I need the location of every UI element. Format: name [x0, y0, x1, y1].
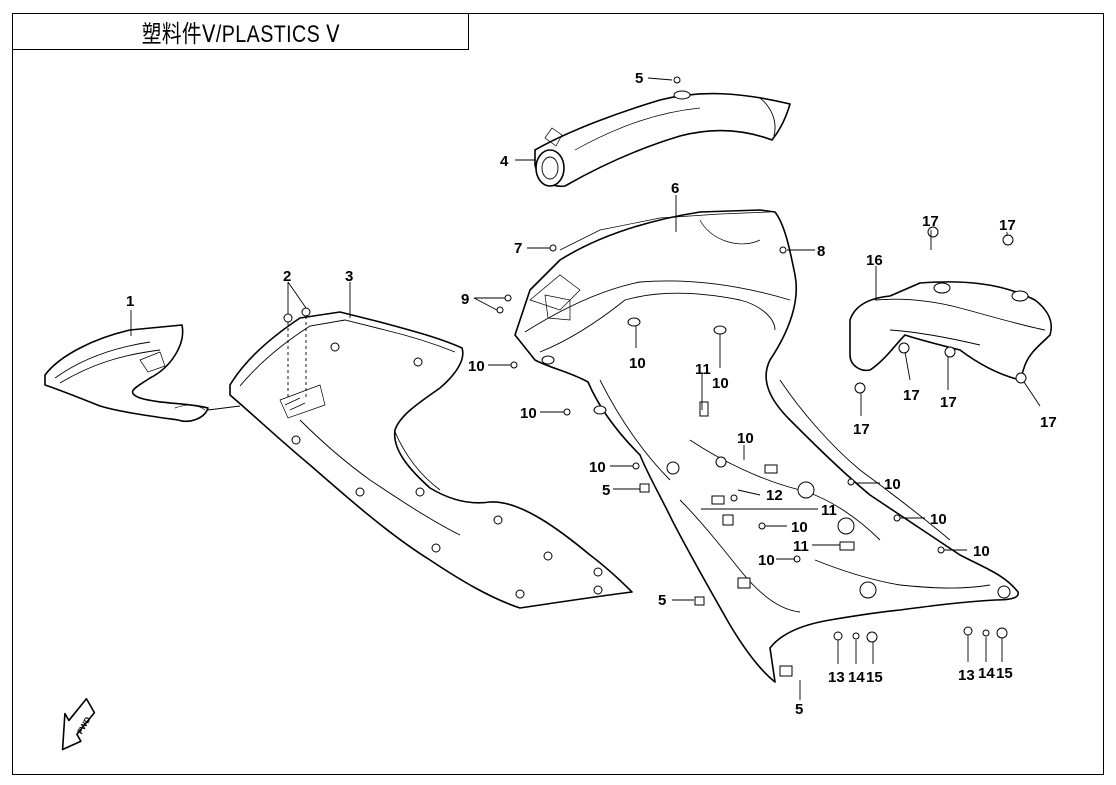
callout-10: 10: [589, 459, 606, 476]
callout-3: 3: [345, 268, 353, 285]
part-1-front-trim: [44, 324, 209, 423]
part-4-grab-tube: [534, 90, 791, 188]
fasteners: [496, 76, 1027, 643]
callout-13: 13: [958, 667, 975, 684]
fwd-arrow-icon: FWD: [61, 697, 96, 751]
callout-10: 10: [884, 476, 901, 493]
callout-10: 10: [712, 375, 729, 392]
callout-10: 10: [973, 543, 990, 560]
callout-10: 10: [737, 430, 754, 447]
callout-10: 10: [758, 552, 775, 569]
part-3-side-fairing: [229, 311, 633, 609]
leader-lines: [130, 77, 1041, 700]
callout-17: 17: [903, 387, 920, 404]
callout-13: 13: [828, 669, 845, 686]
callout-4: 4: [500, 153, 509, 170]
callout-11: 11: [793, 538, 809, 555]
callout-2: 2: [283, 268, 291, 285]
callout-17: 17: [940, 394, 957, 411]
callout-17: 17: [922, 213, 939, 230]
callout-6: 6: [671, 180, 679, 197]
callout-16: 16: [866, 252, 883, 269]
part-6-center-fairing: [514, 209, 1019, 683]
callout-17: 17: [853, 421, 870, 438]
callout-12: 12: [766, 487, 783, 504]
page-title: 塑料件Ⅴ/PLASTICS Ⅴ: [141, 21, 340, 48]
callout-10: 10: [930, 511, 947, 528]
callout-11: 11: [695, 361, 711, 378]
callout-15: 15: [996, 665, 1013, 682]
callout-7: 7: [514, 240, 522, 257]
callout-14: 14: [848, 669, 865, 686]
callout-5: 5: [602, 482, 610, 499]
callout-5: 5: [635, 70, 643, 87]
assembly-line-1-3: [207, 405, 241, 411]
callout-17: 17: [1040, 414, 1057, 431]
callout-9: 9: [461, 291, 469, 308]
callout-10: 10: [629, 355, 646, 372]
callout-10: 10: [520, 405, 537, 422]
callout-1: 1: [126, 293, 134, 310]
callout-14: 14: [978, 665, 995, 682]
callout-11: 11: [821, 502, 837, 519]
callout-10: 10: [468, 358, 485, 375]
callouts: 1 2 3 4 5 6 7 8 9 10 10 10 11 10 10 10 5…: [126, 70, 1057, 718]
callout-5: 5: [795, 701, 803, 718]
callout-5: 5: [658, 592, 666, 609]
part-16-bracket: [849, 281, 1052, 394]
callout-15: 15: [866, 669, 883, 686]
drawing-frame: [12, 13, 1104, 775]
part-2-grommets: [283, 307, 311, 400]
callout-17: 17: [999, 217, 1016, 234]
callout-8: 8: [817, 243, 825, 260]
title-block: 塑料件Ⅴ/PLASTICS Ⅴ: [12, 13, 469, 50]
callout-10: 10: [791, 519, 808, 536]
